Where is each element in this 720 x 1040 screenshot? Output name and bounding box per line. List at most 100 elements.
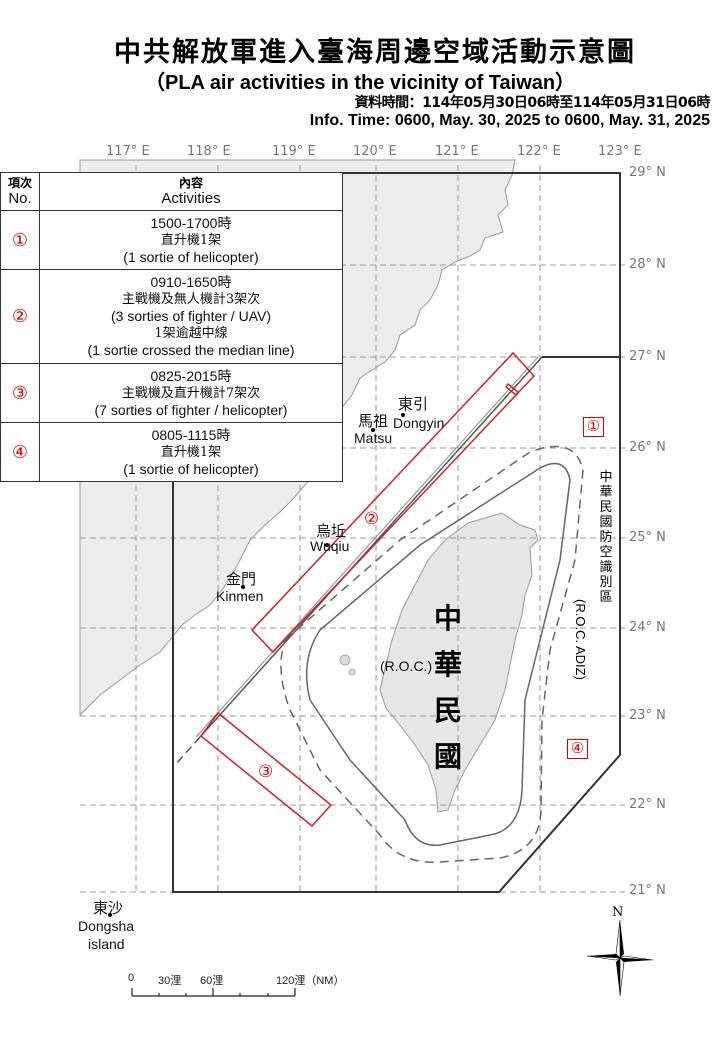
legend-row-content: 0910-1650時 主戰機及無人機計3架次 (3 sorties of fig… [39,269,343,364]
place-kinmen: 金門 [226,568,256,589]
adiz-label-zh: 中華民國防空識別區 [599,470,613,605]
lat-label: 28° N [629,257,666,272]
legend-row-number: ④ [0,422,40,482]
lon-label: 123° E [598,144,642,159]
lat-label: 22° N [629,797,666,812]
legend-row-content: 0805-1115時 直升機1架 (1 sortie of helicopter… [39,422,343,482]
place-matsu-en: Matsu [354,430,393,446]
legend-row: ① 1500-1700時 直升機1架 (1 sortie of helicopt… [0,210,343,270]
kinmen-dot [241,585,245,589]
activity-desc-en: (7 sorties of fighter / helicopter) [94,401,288,418]
penghu-island [348,668,356,676]
median-line-dashed [174,736,201,766]
lon-label: 121° E [435,144,479,159]
legend-row: ③ 0825-2015時 主戰機及直升機計7架次 (7 sorties of f… [0,363,343,423]
taiwan-land [379,512,539,813]
penghu-island [339,654,351,666]
legend-row-content: 0825-2015時 主戰機及直升機計7架次 (7 sorties of fig… [39,363,343,423]
activity-time: 0805-1115時 [151,426,231,443]
lat-label: 23° N [629,708,666,723]
header-no-zh: 項次 [7,175,32,190]
place-matsu: 馬祖 [358,410,388,431]
page-subtitle: （PLA air activities in the vicinity of T… [145,72,576,94]
activity-area-2-box [250,351,536,654]
dongsha-zh: 東沙 [93,899,124,917]
legend-row-number: ② [0,269,40,364]
lon-label: 117° E [106,144,150,159]
activity-time: 1500-1700時 [150,214,232,231]
place-dongsha-en2: island [88,936,125,952]
matsu-dot [371,428,375,432]
scale-bar [131,988,296,997]
activity-area-1-marker: ① [583,417,604,437]
activity-desc-en: (1 sortie of helicopter) [123,460,259,477]
activity-desc-zh: 主戰機及直升機計7架次 [121,385,261,401]
legend-header-row: 項次 No. 內容 Activities [0,172,343,211]
info-time-zh: 資料時間：114年05月30日06時至114年05月31日06時 [354,95,711,111]
header-activities-zh: 內容 [178,175,203,190]
lon-label: 119° E [272,144,316,159]
header-no-en: No. [8,189,32,207]
legend-row-number: ① [0,210,40,270]
activity-area-4-marker: ④ [567,739,588,759]
scale-label-30: 30浬 [158,975,182,987]
lat-label: 25° N [629,530,666,545]
place-dongyin-en: Dongyin [393,415,445,431]
compass-north-label: N [612,905,624,920]
lon-label: 120° E [353,144,397,159]
activity-desc-en: (1 sortie of helicopter) [123,248,259,265]
roc-label-en: (R.O.C.) [380,658,433,674]
place-kinmen-en: Kinmen [216,588,264,604]
place-wuqiu-en: Wuqiu [310,538,350,554]
lat-label: 26° N [629,440,666,455]
dongsha-dot [108,913,112,917]
legend-row: ② 0910-1650時 主戰機及無人機計3架次 (3 sorties of f… [0,269,343,364]
place-wuqiu: 烏坵 [316,520,346,541]
kinmen-zh: 金門 [226,570,257,588]
compass-rose [586,919,654,997]
activity-area-2-marker: ② [364,509,380,528]
legend-row: ④ 0805-1115時 直升機1架 (1 sortie of helicopt… [0,422,343,482]
wuqiu-dot [325,543,329,547]
contiguous-zone-solid [305,462,571,847]
activity-time: 0825-2015時 [150,367,232,384]
place-dongyin: 東引 [398,393,428,414]
legend-header-activities: 內容 Activities [39,172,343,211]
lon-label: 122° E [517,144,561,159]
matsu-zh: 馬祖 [358,412,389,430]
activity-area-3-marker: ③ [258,762,274,781]
activity-area-1-box [504,382,520,397]
wuqiu-zh: 烏坵 [316,522,347,540]
scale-label-0: 0 [128,972,135,984]
median-line [199,356,543,738]
adiz-label-en: (R.O.C. ADIZ) [572,599,588,680]
legend-row-content: 1500-1700時 直升機1架 (1 sortie of helicopter… [39,210,343,270]
activity-desc-zh: 主戰機及無人機計3架次 [121,292,261,307]
lon-label: 118° E [187,144,231,159]
adiz-boundary [172,172,621,893]
dongyin-dot [401,413,405,417]
info-time-en: Info. Time: 0600, May. 30, 2025 to 0600,… [309,112,710,129]
activity-desc-en: (3 sorties of fighter / UAV) [110,308,271,324]
lat-label: 21° N [629,883,666,898]
dongyin-zh: 東引 [398,395,429,413]
activity-desc-zh: 直升機1架 [160,444,222,460]
activity-area-3-box [199,711,333,828]
median-cross-zh: 1架逾越中線 [154,326,228,341]
page-title: 中共解放軍進入臺海周邊空域活動示意圖 [114,37,636,68]
lat-label: 29° N [629,165,666,180]
scale-label-60: 60浬 [200,975,224,987]
activity-desc-zh: 直升機1架 [160,232,222,248]
activity-time: 0910-1650時 [150,274,232,290]
header-activities-en: Activities [161,189,221,207]
place-dongsha: 東沙 [93,897,123,918]
place-dongsha-en: Dongsha [78,918,135,934]
roc-label-zh: 中華民國 [433,602,462,773]
activity-legend-table: 項次 No. 內容 Activities ① 1500-1700時 直升機1架 … [0,172,343,482]
median-line-double [195,356,539,738]
lat-label: 24° N [629,620,666,635]
scale-label-120: 120浬（NM） [276,975,345,987]
contiguous-zone-dashed [280,445,584,864]
legend-header-no: 項次 No. [0,172,40,211]
legend-row-number: ③ [0,363,40,423]
